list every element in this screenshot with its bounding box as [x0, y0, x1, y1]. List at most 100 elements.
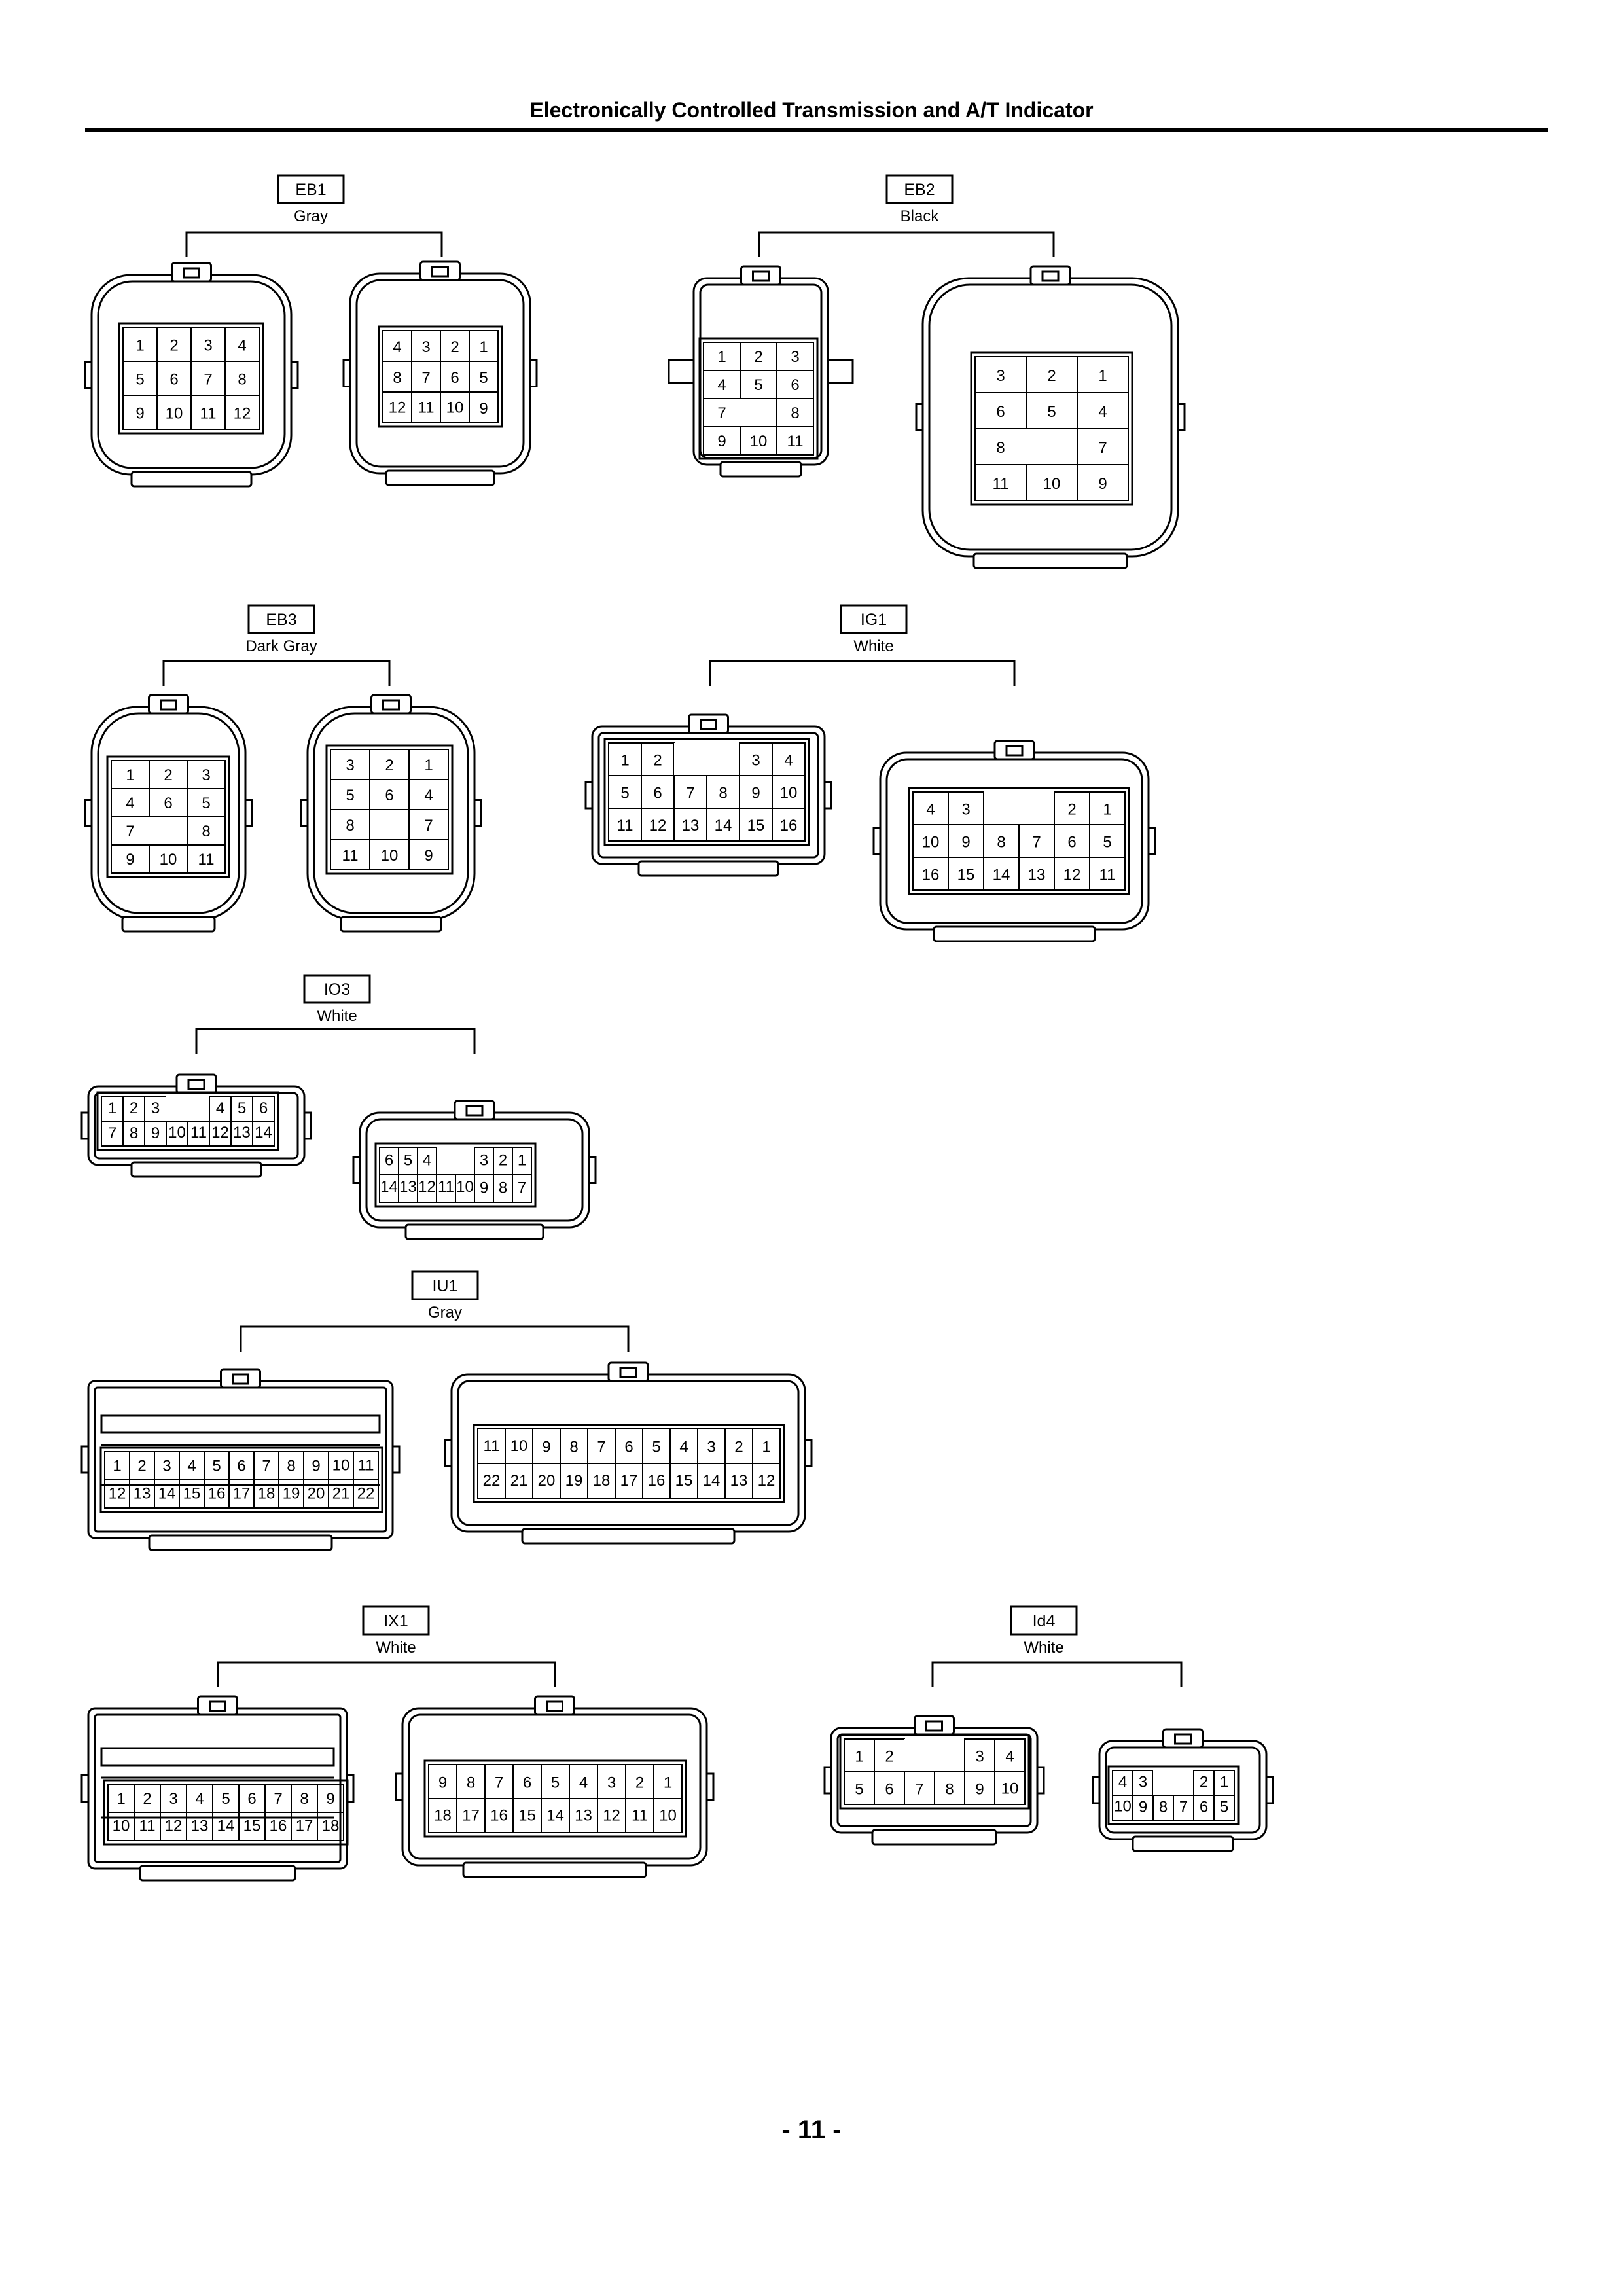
pin-number: 3	[480, 1151, 488, 1169]
pin-number: 21	[332, 1484, 350, 1502]
pin-number: 4	[784, 751, 793, 769]
pin-number: 18	[258, 1484, 276, 1502]
pin-number: 3	[204, 336, 212, 354]
housing-tab-right	[244, 799, 253, 827]
pin-number: 1	[717, 348, 726, 366]
pin-number: 6	[247, 1790, 256, 1808]
pin-number: 8	[499, 1179, 507, 1196]
pin-grid-frame	[603, 738, 810, 846]
pin-cell	[1089, 857, 1126, 891]
housing-latch	[534, 1695, 575, 1716]
pin-number: 7	[262, 1458, 270, 1475]
pin-blank	[674, 743, 707, 776]
connector-color-label: Dark Gray	[245, 637, 317, 655]
page-title: Electronically Controlled Transmission a…	[529, 98, 1094, 122]
pin-blank	[904, 1739, 935, 1772]
pin-number: 10	[113, 1818, 130, 1835]
pin-number: 2	[143, 1790, 151, 1808]
housing-tab-right	[473, 799, 482, 827]
pin-number: 12	[649, 817, 667, 834]
pin-grid-frame	[698, 337, 819, 460]
pin-number: 8	[287, 1458, 295, 1475]
housing-tab-right	[1177, 403, 1186, 431]
pin-number: 8	[719, 784, 727, 802]
housing-latch-slot	[752, 270, 770, 282]
pin-number: 15	[243, 1818, 261, 1835]
housing-latch-slot	[209, 1700, 226, 1712]
pin-number: 2	[635, 1774, 644, 1791]
title-rule	[85, 128, 1548, 132]
pin-number: 10	[160, 851, 177, 869]
housing-tab-left	[80, 1774, 90, 1803]
pin-number: 12	[603, 1807, 620, 1825]
pin-blank	[740, 399, 777, 427]
pin-number: 18	[434, 1807, 452, 1825]
housing-tab-right	[391, 1445, 401, 1474]
pin-number: 1	[1103, 800, 1111, 818]
housing-rib	[100, 1747, 335, 1767]
pin-number: 4	[1118, 1774, 1127, 1791]
pin-number: 8	[467, 1774, 475, 1791]
pin-number: 17	[296, 1818, 313, 1835]
connector-bracket	[185, 231, 443, 257]
pin-number: 12	[165, 1818, 183, 1835]
pin-cell	[252, 1121, 275, 1147]
pin-number: 4	[195, 1790, 204, 1808]
housing-latch-slot	[619, 1367, 637, 1378]
pin-blank	[1153, 1770, 1173, 1795]
connector-color-label: Gray	[294, 207, 328, 225]
pin-number: 2	[130, 1100, 138, 1117]
housing-tab-left	[300, 799, 309, 827]
pin-number: 7	[204, 370, 212, 388]
connector-id-box	[277, 174, 345, 204]
pin-cell	[752, 1463, 781, 1499]
pin-number: 11	[617, 817, 633, 834]
pin-number: 17	[462, 1807, 480, 1825]
housing-tab-right	[588, 1156, 597, 1184]
pin-number: 15	[957, 866, 975, 884]
pin-cell	[1077, 464, 1129, 501]
connector-id-box	[303, 974, 371, 1004]
housing-latch	[171, 262, 212, 283]
pin-number: 13	[399, 1178, 417, 1196]
pin-number: 13	[730, 1472, 748, 1490]
pin-number: 5	[855, 1780, 863, 1798]
housing-foot	[933, 925, 1096, 942]
housing-tab-left	[84, 361, 93, 389]
pin-cell	[653, 1798, 683, 1833]
housing-foot	[340, 916, 442, 933]
connector-id-label: EB2	[904, 181, 935, 199]
pin-number: 11	[358, 1456, 374, 1474]
pin-number: 4	[579, 1774, 588, 1791]
housing-tab-left	[872, 827, 882, 855]
connector-id-box	[411, 1270, 479, 1300]
housing-tab-right	[705, 1772, 715, 1801]
pin-number: 2	[499, 1151, 507, 1169]
pin-number: 11	[787, 433, 804, 450]
pin-number: 11	[438, 1178, 454, 1196]
pin-number: 1	[664, 1774, 672, 1791]
housing-latch	[197, 1695, 238, 1716]
pin-number: 14	[158, 1484, 176, 1502]
pin-number: 1	[126, 766, 134, 784]
housing-tab-left	[584, 781, 594, 810]
housing-tab-right	[1265, 1776, 1274, 1804]
pin-number: 4	[187, 1458, 196, 1475]
pin-blank	[188, 1096, 209, 1121]
housing-foot	[130, 471, 253, 488]
pin-grid-frame	[118, 322, 264, 435]
pin-grid-frame	[839, 1734, 1030, 1810]
housing-latch-slot	[1174, 1733, 1192, 1745]
housing-latch	[1162, 1728, 1204, 1749]
pin-cell	[994, 1771, 1026, 1805]
housing-tab-left	[1092, 1776, 1101, 1804]
pin-cell	[317, 1812, 344, 1841]
pin-number: 5	[1047, 403, 1056, 421]
pin-number: 5	[202, 795, 210, 812]
